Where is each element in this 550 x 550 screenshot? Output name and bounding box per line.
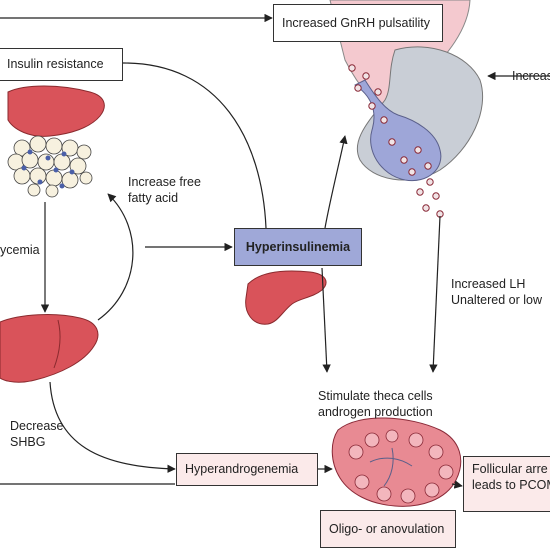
lh-line-2: Unaltered or low	[451, 293, 543, 307]
shbg-label: Decrease SHBG	[10, 418, 64, 450]
lh-label: Increased LH Unaltered or low	[451, 276, 542, 308]
connectors	[0, 13, 550, 489]
theca-line-2: androgen production	[318, 405, 433, 419]
free-fatty-acid-label: Increase free fatty acid	[128, 174, 201, 206]
increase-right-label: Increase	[512, 69, 550, 83]
ovary-illustration	[331, 417, 462, 507]
glycemia-label: ycemia	[0, 243, 40, 257]
gnrh-pulsatility-box: Increased GnRH pulsatility	[273, 4, 443, 42]
theca-line-1: Stimulate theca cells	[318, 389, 433, 403]
adipocyte-dots	[21, 149, 75, 189]
lh-line-1: Increased LH	[451, 277, 526, 291]
ffa-line-1: Increase free	[128, 175, 201, 189]
shbg-line-2: SHBG	[10, 435, 46, 449]
pancreas-illustration	[245, 270, 327, 325]
shbg-line-1: Decrease	[10, 419, 64, 433]
liver-lower-illustration	[0, 314, 99, 383]
follicular-line-2: leads to PCOM	[472, 478, 550, 492]
follicular-arrest-box: Follicular arre leads to PCOM	[463, 456, 550, 512]
follicular-line-1: Follicular arre	[472, 462, 548, 476]
oligo-anovulation-box: Oligo- or anovulation	[320, 510, 456, 548]
hyperandrogenemia-box: Hyperandrogenemia	[176, 453, 318, 486]
hyperinsulinemia-box: Hyperinsulinemia	[234, 228, 362, 266]
theca-cells-label: Stimulate theca cells androgen productio…	[318, 388, 433, 420]
adipocyte-cluster	[7, 135, 93, 198]
ffa-line-2: fatty acid	[128, 191, 179, 205]
insulin-resistance-box: Insulin resistance	[0, 48, 123, 81]
liver-top-illustration	[7, 85, 105, 137]
